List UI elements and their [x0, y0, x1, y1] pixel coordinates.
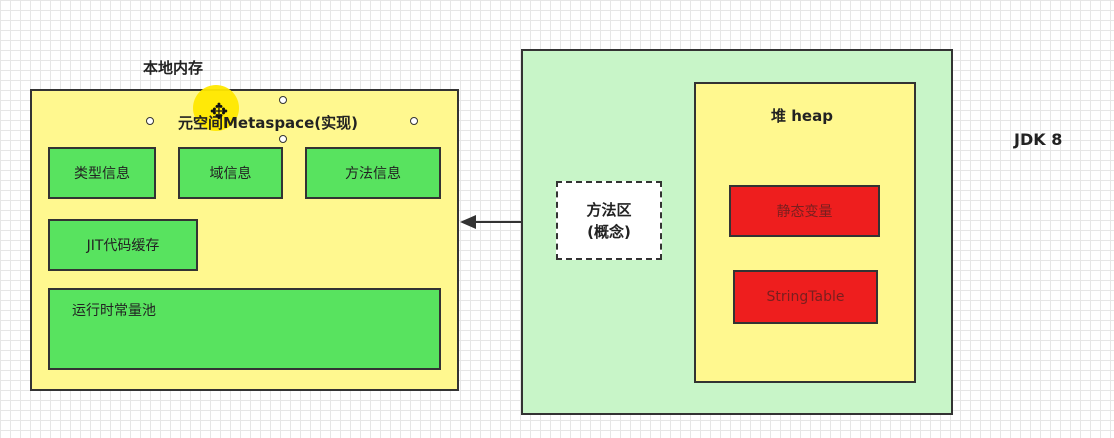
- string-table-box[interactable]: StringTable: [733, 270, 878, 324]
- cursor-highlight: [193, 85, 239, 131]
- selection-handle-bottom[interactable]: [279, 135, 287, 143]
- method-area-concept-label: (概念): [587, 222, 631, 241]
- method-area-box[interactable]: 方法区 (概念): [556, 181, 662, 260]
- selection-handle-top[interactable]: [279, 96, 287, 104]
- static-variables-box[interactable]: 静态变量: [729, 185, 880, 237]
- runtime-constant-pool-label: 运行时常量池: [72, 303, 156, 319]
- move-cursor-icon: ✥: [209, 100, 229, 125]
- runtime-constant-pool-box[interactable]: 运行时常量池: [48, 288, 441, 370]
- selection-handle-right[interactable]: [410, 117, 418, 125]
- heap-title: 堆 heap: [771, 107, 833, 125]
- metaspace-title[interactable]: 元空间Metaspace(实现): [178, 114, 358, 132]
- native-memory-label: 本地内存: [143, 59, 204, 77]
- method-info-box[interactable]: 方法信息: [305, 147, 441, 199]
- selection-handle-left[interactable]: [146, 117, 154, 125]
- jit-code-cache-box[interactable]: JIT代码缓存: [48, 219, 198, 271]
- field-info-box[interactable]: 域信息: [178, 147, 283, 199]
- jdk-version-label: JDK 8: [1014, 130, 1063, 149]
- method-area-label: 方法区: [586, 200, 632, 219]
- type-info-box[interactable]: 类型信息: [48, 147, 156, 199]
